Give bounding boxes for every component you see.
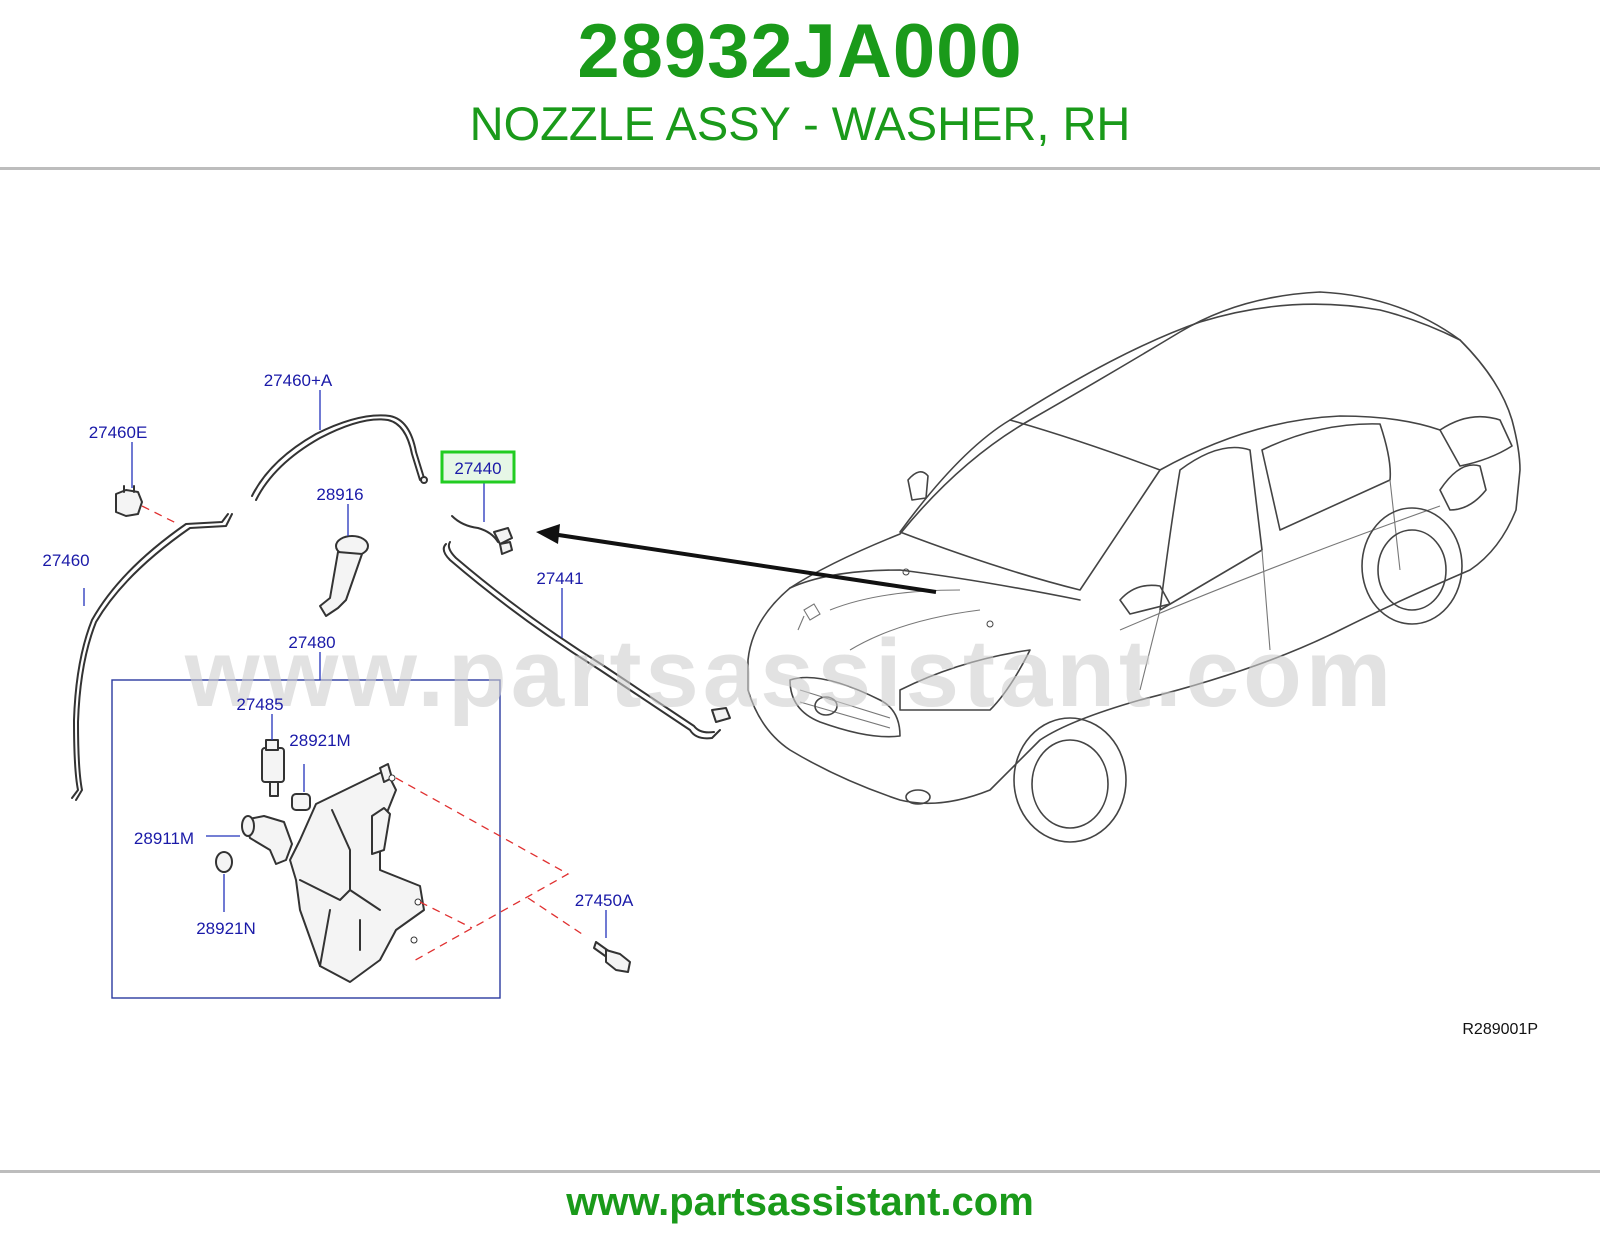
grommet-28921n[interactable] (215, 851, 233, 873)
pump-28911m[interactable] (241, 815, 293, 865)
page-header: 28932JA000 NOZZLE ASSY - WASHER, RH (0, 0, 1600, 170)
highlight-box-27440 (440, 450, 516, 484)
hose-27460[interactable] (71, 513, 233, 801)
filler-tube-28916[interactable] (319, 535, 369, 617)
callout-28921n[interactable]: 28921N (196, 919, 256, 938)
hose-27460a[interactable] (251, 414, 428, 501)
watermark-text: www.partsassistant.com (184, 620, 1395, 727)
tank-assembly-box (111, 679, 501, 999)
parts-diagram: www.partsassistant.com 27460E 27460+A 27… (0, 270, 1600, 1070)
callout-27460[interactable]: 27460 (42, 551, 89, 570)
callout-27480[interactable]: 27480 (288, 633, 335, 652)
nozzle-hose-27440[interactable] (451, 515, 513, 555)
grommet-28921m[interactable] (291, 793, 311, 811)
diagram-canvas: www.partsassistant.com 27460E 27460+A 27… (42, 291, 1538, 1038)
callout-27485[interactable]: 27485 (236, 695, 283, 714)
part-name-subtitle: NOZZLE ASSY - WASHER, RH (469, 97, 1131, 150)
callout-28911m[interactable]: 28911M (134, 829, 194, 848)
footer-url-link[interactable]: www.partsassistant.com (566, 1180, 1034, 1224)
bolt-27450a[interactable] (593, 941, 631, 973)
callout-27460e[interactable]: 27460E (89, 423, 148, 442)
callout-28921m[interactable]: 28921M (289, 731, 350, 750)
callout-28916[interactable]: 28916 (316, 485, 363, 504)
header-divider (0, 167, 1600, 170)
footer-divider (0, 1170, 1600, 1173)
callout-27440[interactable]: 27440 (454, 459, 501, 478)
part-number-title: 28932JA000 (577, 9, 1023, 94)
vehicle-illustration (747, 291, 1521, 843)
pump-27485[interactable] (261, 739, 285, 797)
pointer-arrow (536, 524, 937, 594)
diagram-reference-code: R289001P (1462, 1021, 1538, 1038)
callout-27460a[interactable]: 27460+A (264, 371, 333, 390)
callout-27441[interactable]: 27441 (536, 569, 583, 588)
callout-27450a[interactable]: 27450A (575, 891, 634, 910)
hose-27441[interactable] (442, 541, 731, 740)
clip-27460e[interactable] (115, 485, 143, 517)
washer-tank[interactable] (289, 763, 425, 983)
